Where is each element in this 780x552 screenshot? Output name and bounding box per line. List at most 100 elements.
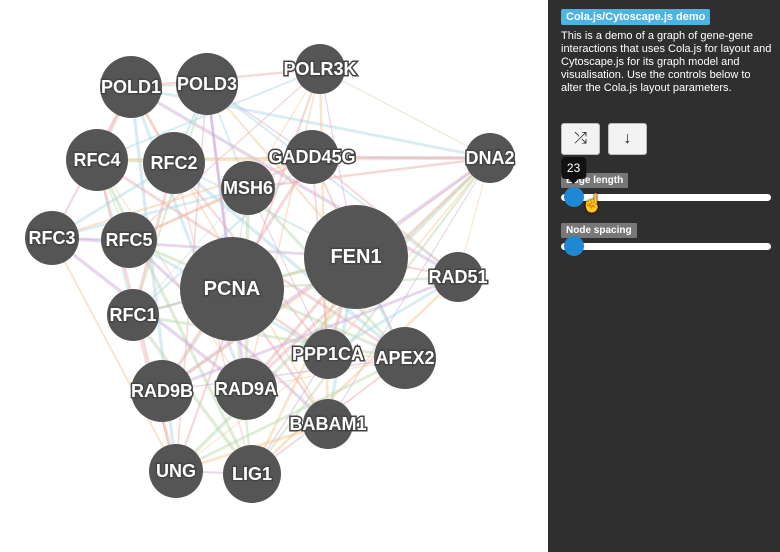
node-label: MSH6 (223, 178, 273, 198)
node-label: PCNA (204, 278, 261, 300)
node-circle[interactable] (143, 132, 205, 194)
node-lig1[interactable]: LIG1 (223, 445, 281, 503)
node-label: RAD9B (131, 381, 193, 401)
graph-edge (327, 275, 459, 356)
graph-edge (128, 68, 321, 241)
node-msh6[interactable]: MSH6 (221, 161, 275, 215)
node-circle[interactable] (101, 212, 157, 268)
node-rfc4[interactable]: RFC4 (66, 129, 128, 191)
graph-edge (245, 68, 321, 390)
edge-length-value-tooltip: 23 (560, 157, 587, 184)
node-spacing-label: Node spacing (561, 223, 637, 238)
network-graph[interactable]: POLD1 POLD3 POLR3K RFC4 RFC2 GADD45G DNA2MSH6R… (0, 0, 548, 552)
randomize-button[interactable]: ⤮ (561, 123, 600, 155)
graph-edge (172, 161, 407, 360)
node-circle[interactable] (223, 445, 281, 503)
node-label: RFC5 (105, 230, 152, 250)
node-label: DNA2 (465, 148, 514, 168)
node-label: GADD45G (268, 147, 355, 167)
node-circle[interactable] (221, 161, 275, 215)
graph-edge (95, 159, 254, 475)
node-label: RFC3 (28, 228, 75, 248)
graph-edge (51, 155, 313, 240)
graph-edge (132, 156, 313, 316)
node-label: RFC1 (109, 305, 156, 325)
node-circle[interactable] (66, 129, 128, 191)
graph-edge (132, 187, 249, 316)
node-gadd45g[interactable]: GADD45G (267, 130, 357, 184)
edge-length-slider[interactable] (561, 187, 771, 207)
node-label: POLD1 (101, 77, 161, 97)
node-circle[interactable] (25, 211, 79, 265)
node-rfc3[interactable]: RFC3 (25, 211, 79, 265)
node-label: FEN1 (330, 246, 381, 268)
node-label: LIG1 (232, 464, 272, 484)
node-rfc5[interactable]: RFC5 (101, 212, 157, 268)
node-ung[interactable]: UNG (149, 444, 203, 498)
node-label: POLR3K (283, 59, 356, 79)
node-rad51[interactable]: RAD51 (427, 252, 489, 302)
node-polr3k[interactable]: POLR3K (282, 44, 358, 94)
graph-edge (161, 357, 406, 392)
node-rfc1[interactable]: RFC1 (107, 289, 159, 341)
node-dna2[interactable]: DNA2 (464, 133, 516, 183)
node-label: APEX2 (375, 348, 434, 368)
down-arrow-icon: ↓ (623, 130, 632, 147)
node-pold3[interactable]: POLD3 (175, 53, 239, 115)
node-circle[interactable] (433, 252, 483, 302)
graph-edge (206, 83, 459, 278)
node-label: POLD3 (177, 74, 237, 94)
node-circle[interactable] (303, 399, 353, 449)
graph-edge (319, 68, 491, 159)
node-circle[interactable] (149, 444, 203, 498)
node-spacing-thumb[interactable] (563, 236, 584, 256)
node-rfc2[interactable]: RFC2 (143, 132, 205, 194)
graph-edge (132, 313, 406, 360)
graph-edge (51, 237, 177, 472)
node-label: RAD9A (215, 379, 277, 399)
node-circle[interactable] (180, 237, 284, 341)
node-circle[interactable] (215, 358, 277, 420)
shuffle-icon: ⤮ (574, 130, 587, 147)
node-circle[interactable] (374, 327, 436, 389)
node-rad9b[interactable]: RAD9B (129, 360, 195, 422)
graph-edge (251, 276, 459, 475)
node-circle[interactable] (304, 205, 408, 309)
graph-edge (311, 155, 491, 160)
node-ppp1ca[interactable]: PPP1CA (290, 329, 366, 379)
node-spacing-slider[interactable] (561, 236, 771, 256)
node-label: BABAM1 (289, 414, 366, 434)
graph-edge (327, 157, 491, 425)
node-circle[interactable] (285, 130, 339, 184)
node-circle[interactable] (107, 289, 159, 341)
graph-edge (96, 159, 247, 390)
demo-description: This is a demo of a graph of gene-gene i… (561, 30, 772, 94)
control-panel: Cola.js/Cytoscape.js demo This is a demo… (548, 0, 780, 552)
node-label: RFC4 (73, 150, 120, 170)
node-apex2[interactable]: APEX2 (374, 327, 436, 389)
graph-edge (161, 275, 459, 393)
graph-edge (175, 356, 406, 473)
node-circle[interactable] (131, 360, 193, 422)
node-pcna[interactable]: PCNA (180, 237, 284, 341)
node-babam1[interactable]: BABAM1 (288, 399, 368, 449)
node-circle[interactable] (465, 133, 515, 183)
node-label: RFC2 (150, 153, 197, 173)
hand-cursor-icon: ☝ (581, 193, 604, 213)
node-fen1[interactable]: FEN1 (304, 205, 408, 309)
node-label: RAD51 (428, 267, 487, 287)
graph-edge (128, 155, 313, 242)
node-rad9a[interactable]: RAD9A (213, 358, 279, 420)
node-label: PPP1CA (292, 344, 364, 364)
node-circle[interactable] (303, 329, 353, 379)
graph-edge (247, 187, 329, 355)
graph-edge (251, 157, 491, 475)
edge-length-thumb[interactable] (563, 187, 584, 207)
node-circle[interactable] (176, 53, 238, 115)
node-circle[interactable] (295, 44, 345, 94)
node-circle[interactable] (100, 56, 162, 118)
graph-edge (247, 156, 491, 190)
node-pold1[interactable]: POLD1 (99, 56, 163, 118)
redo-layout-button[interactable]: ↓ (608, 123, 647, 155)
